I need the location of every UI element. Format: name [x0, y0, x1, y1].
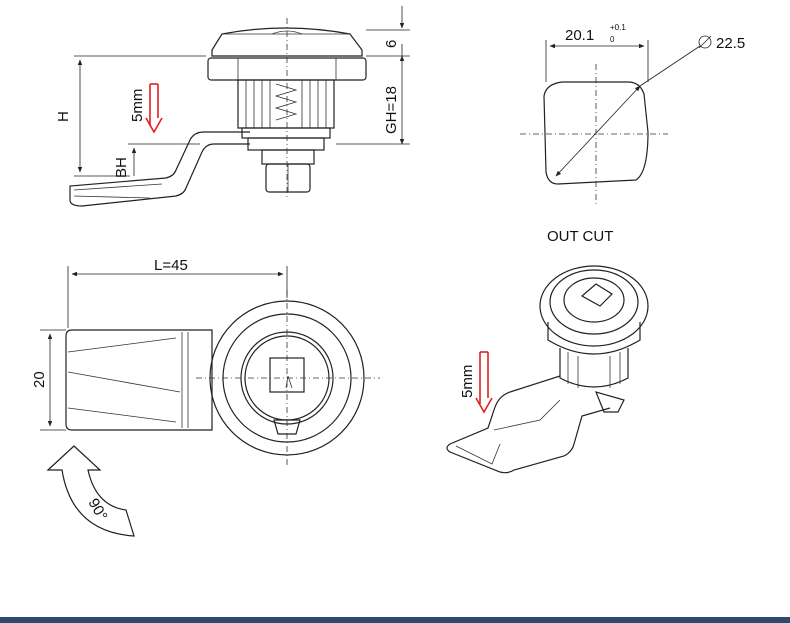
label-h: H — [55, 111, 72, 122]
cutout-view — [520, 35, 712, 206]
label-tol-upper: +0.1 — [610, 23, 626, 32]
rotation-arrow-icon — [46, 445, 135, 537]
label-gh: GH=18 — [383, 86, 400, 134]
thread-lines — [245, 80, 327, 128]
bottom-bar — [0, 617, 790, 623]
label-5mm-top: 5mm — [129, 89, 146, 122]
label-length: L=45 — [154, 257, 188, 274]
isometric-view — [446, 265, 649, 474]
label-diameter: 22.5 — [716, 35, 745, 52]
label-rotation: 90° — [85, 496, 111, 524]
label-cutout-width: 20.1 — [565, 27, 594, 44]
front-view — [40, 266, 380, 537]
label-tol-lower: 0 — [610, 35, 615, 44]
red-arrow-top — [145, 83, 163, 134]
label-bh: BH — [113, 157, 130, 178]
label-5mm-iso: 5mm — [459, 365, 476, 398]
label-out-cut: OUT CUT — [547, 228, 613, 245]
label-width: 20 — [31, 371, 48, 388]
label-6: 6 — [383, 40, 400, 48]
red-arrow-iso — [475, 351, 493, 414]
side-view — [69, 6, 410, 207]
